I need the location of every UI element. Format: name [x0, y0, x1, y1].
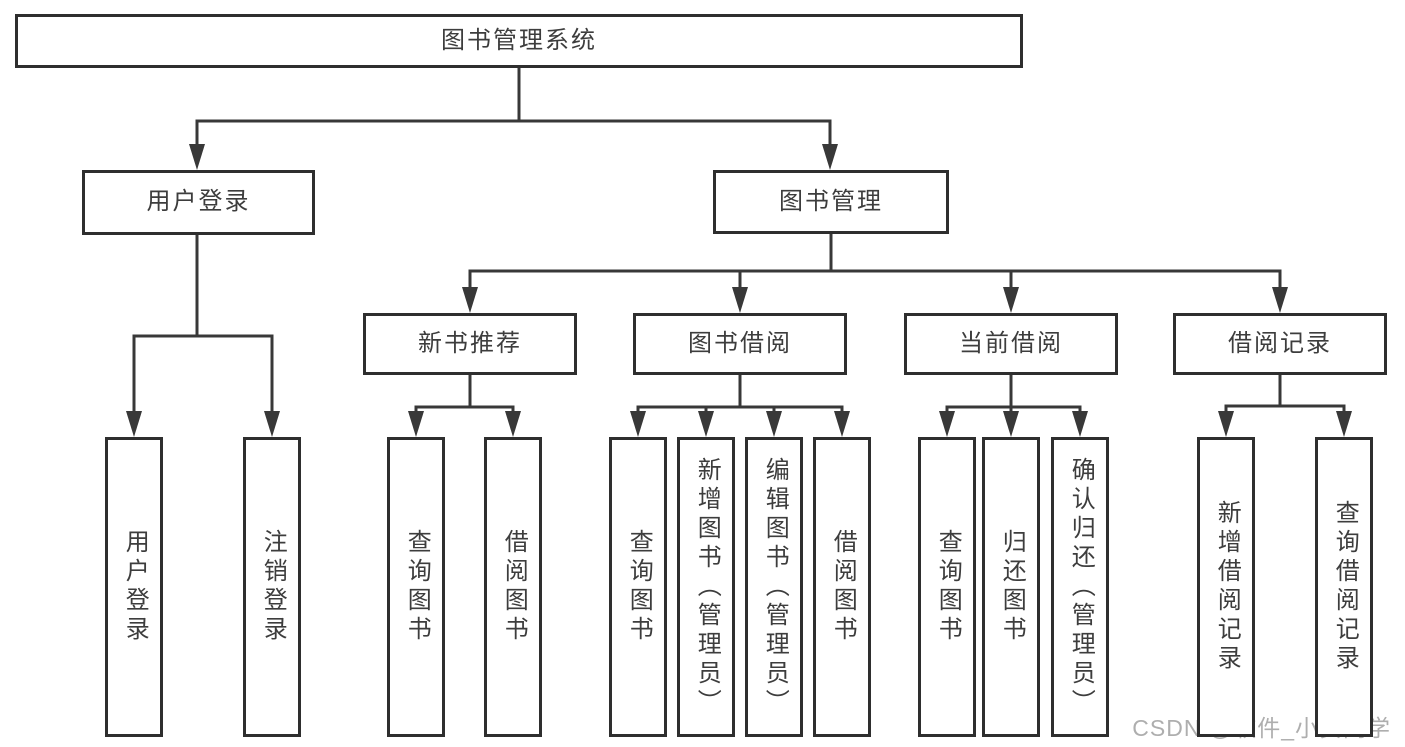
- node-label: 图书管理系统: [441, 26, 597, 54]
- node-label: 借阅记录: [1228, 329, 1332, 357]
- arrowhead-icon: [408, 411, 424, 437]
- arrowhead-icon: [822, 144, 838, 170]
- node-add-borrow-record: 新增借阅记录: [1197, 437, 1255, 737]
- node-query-books-1: 查询图书: [387, 437, 445, 737]
- node-logout: 注销登录: [243, 437, 301, 737]
- arrowhead-icon: [834, 411, 850, 437]
- node-label: 注销登录: [259, 529, 287, 645]
- arrowhead-icon: [1072, 411, 1088, 437]
- node-label: 归还图书: [998, 529, 1026, 645]
- node-new-book-recommend: 新书推荐: [363, 313, 577, 375]
- arrowhead-icon: [1336, 411, 1352, 437]
- node-query-borrow-record: 查询借阅记录: [1315, 437, 1373, 737]
- arrowhead-icon: [698, 411, 714, 437]
- node-book-management: 图书管理: [713, 170, 949, 234]
- arrowhead-icon: [1218, 411, 1234, 437]
- node-label: 借阅图书: [829, 529, 857, 645]
- node-label: 用户登录: [146, 188, 251, 216]
- node-label: 新增图书（管理员）: [693, 456, 721, 718]
- node-label: 当前借阅: [959, 329, 1063, 357]
- node-label: 查询图书: [403, 529, 431, 645]
- node-label: 确认归还（管理员）: [1067, 456, 1095, 718]
- node-label: 图书管理: [779, 187, 883, 215]
- arrowhead-icon: [462, 287, 478, 313]
- node-query-books-2: 查询图书: [609, 437, 667, 737]
- arrowhead-icon: [505, 411, 521, 437]
- node-borrow-books-2: 借阅图书: [813, 437, 871, 737]
- node-edit-book-admin: 编辑图书（管理员）: [745, 437, 803, 737]
- node-label: 新书推荐: [418, 329, 522, 357]
- node-user-login-leaf: 用户登录: [105, 437, 163, 737]
- arrowhead-icon: [1272, 287, 1288, 313]
- arrowhead-icon: [939, 411, 955, 437]
- node-borrowing-records: 借阅记录: [1173, 313, 1387, 375]
- arrowhead-icon: [1003, 411, 1019, 437]
- node-borrow-books-1: 借阅图书: [484, 437, 542, 737]
- node-root: 图书管理系统: [15, 14, 1023, 68]
- node-book-borrowing: 图书借阅: [633, 313, 847, 375]
- node-label: 图书借阅: [688, 329, 792, 357]
- node-label: 查询图书: [934, 529, 962, 645]
- node-current-borrowing: 当前借阅: [904, 313, 1118, 375]
- node-user-login: 用户登录: [82, 170, 315, 235]
- arrowhead-icon: [1003, 287, 1019, 313]
- arrowhead-icon: [126, 411, 142, 437]
- arrowhead-icon: [189, 144, 205, 170]
- node-return-books: 归还图书: [982, 437, 1040, 737]
- arrowhead-icon: [732, 287, 748, 313]
- node-add-book-admin: 新增图书（管理员）: [677, 437, 735, 737]
- node-label: 新增借阅记录: [1213, 500, 1241, 674]
- node-confirm-return-admin: 确认归还（管理员）: [1051, 437, 1109, 737]
- node-label: 查询借阅记录: [1331, 500, 1359, 674]
- arrowhead-icon: [630, 411, 646, 437]
- arrowhead-icon: [264, 411, 280, 437]
- node-label: 编辑图书（管理员）: [761, 456, 789, 718]
- node-label: 查询图书: [625, 529, 653, 645]
- node-label: 借阅图书: [500, 529, 528, 645]
- node-label: 用户登录: [121, 529, 149, 645]
- node-query-books-3: 查询图书: [918, 437, 976, 737]
- arrowhead-icon: [766, 411, 782, 437]
